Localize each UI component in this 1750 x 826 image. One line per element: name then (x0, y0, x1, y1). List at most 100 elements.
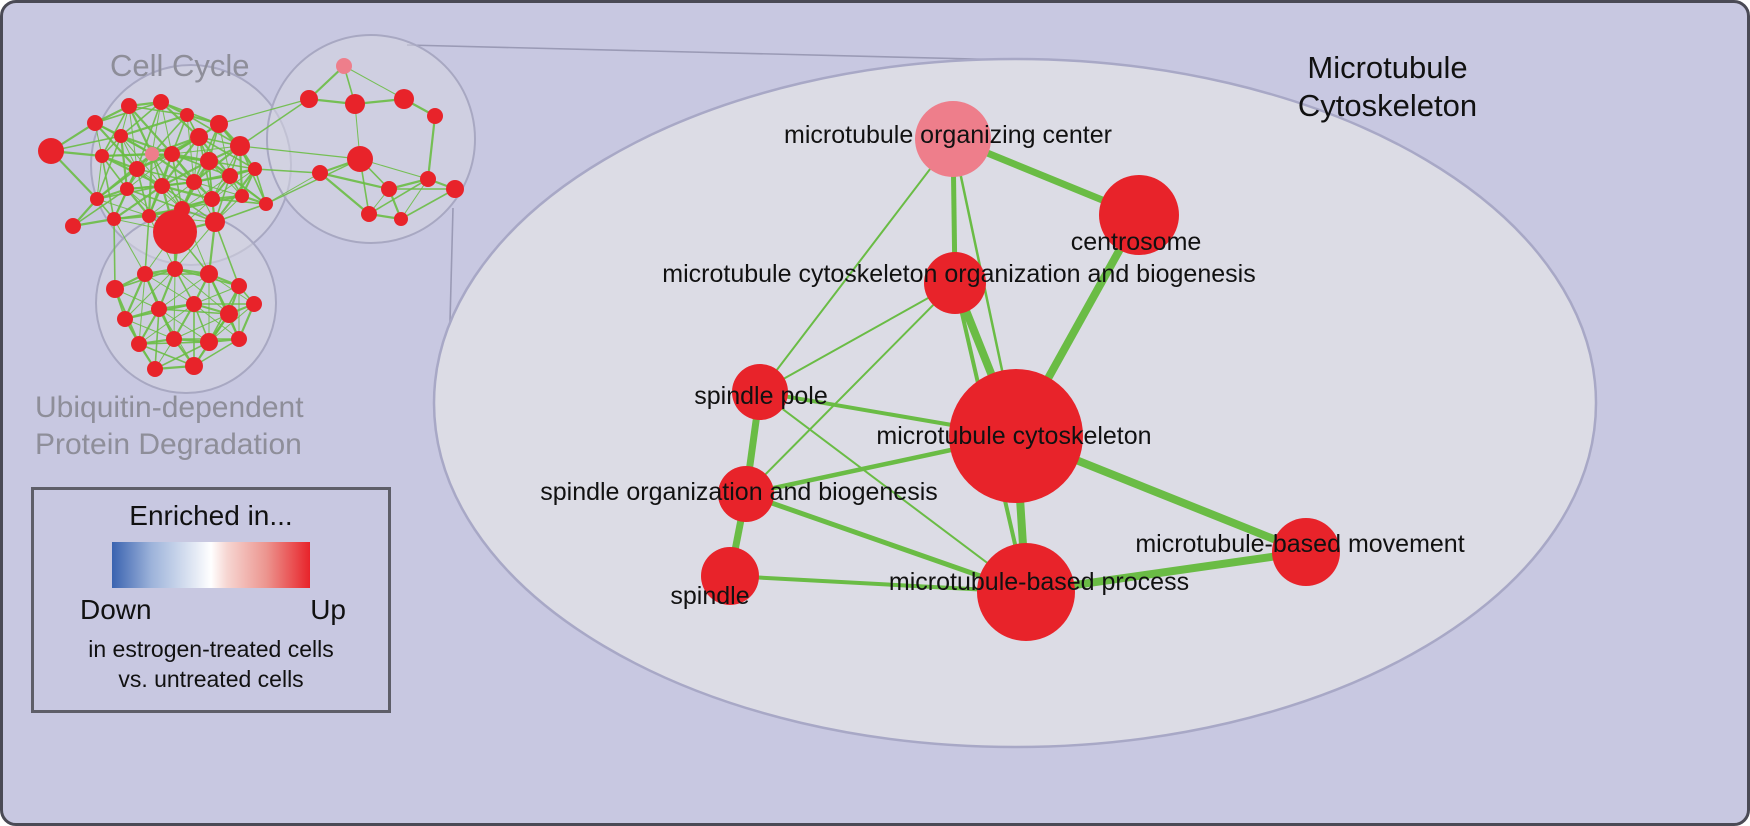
overview-node (164, 146, 180, 162)
overview-node (200, 265, 218, 283)
overview-node (190, 128, 208, 146)
overview-edge (171, 145, 241, 155)
zoom-node-spindle-pole (732, 364, 788, 420)
zoom-node-label-mt-movement: microtubule-based movement (1135, 530, 1464, 558)
overview-edge (147, 153, 154, 217)
overview-edge (193, 285, 240, 305)
legend-title: Enriched in... (129, 500, 293, 531)
overview-edge (138, 343, 195, 367)
overview-node (153, 210, 197, 254)
overview-node (231, 278, 247, 294)
overview-node (153, 94, 169, 110)
overview-node (345, 94, 365, 114)
overview-edge (400, 178, 429, 220)
overview-edge (136, 101, 162, 170)
overview-node (446, 180, 464, 198)
overview-edge (113, 218, 116, 290)
overview-node (90, 192, 104, 206)
overview-edge (343, 65, 405, 100)
overview-edge (101, 153, 173, 157)
overview-node (347, 146, 373, 172)
overview-node (151, 301, 167, 317)
overview-node (420, 171, 436, 187)
overview-edge (239, 98, 310, 147)
overview-edge (126, 188, 183, 210)
overview-edge (151, 114, 188, 155)
overview-node (186, 296, 202, 312)
overview-node (361, 206, 377, 222)
overview-edge (96, 155, 103, 200)
overview-edge (154, 341, 210, 370)
zoom-node-mt-movement (1272, 518, 1340, 586)
overview-edge (158, 273, 210, 310)
overview-node (95, 149, 109, 163)
overview-node (131, 336, 147, 352)
overview-node (147, 361, 163, 377)
overview-edge (193, 181, 243, 197)
overview-node (180, 108, 194, 122)
overview-edge (96, 198, 150, 217)
overview-edge (161, 184, 213, 201)
zoom-node-mt-cytoskeleton (949, 369, 1083, 503)
overview-edge (174, 221, 216, 270)
overview-node (142, 209, 156, 223)
zoom-node-label-mt-cytoskeleton: microtubule cytoskeleton (876, 422, 1151, 450)
overview-edge (218, 98, 310, 125)
overview-edge (138, 303, 195, 345)
overview-node (38, 138, 64, 164)
overview-node (107, 212, 121, 226)
zoom-edge-mt-org-bio-spindle-pole (759, 282, 956, 393)
overview-edge (94, 122, 138, 170)
overview-edge (154, 308, 160, 370)
overview-edge (124, 318, 175, 340)
overview-edge (173, 268, 176, 340)
overview-edge (123, 273, 147, 320)
overview-edge (124, 268, 176, 320)
overview-edge (101, 155, 115, 220)
overview-node (200, 152, 218, 170)
overview-node (114, 129, 128, 143)
overview-node (205, 212, 225, 232)
zoom-cluster-title-line2: Cytoskeleton (1297, 88, 1478, 123)
zoom-node-label-moc: microtubule organizing center (784, 121, 1112, 149)
overview-edge (96, 135, 122, 200)
zoom-edge-mt-org-bio-spindle-org (745, 282, 956, 495)
zoom-node-label-mt-process: microtubule-based process (889, 568, 1189, 596)
overview-circle-microtubule-cytoskeleton (266, 34, 476, 244)
overview-edge (158, 308, 210, 343)
overview-edge (400, 188, 456, 220)
zoom-node-label-spindle-org: spindle organization and biogenesis (540, 478, 938, 506)
overview-edge (174, 268, 230, 315)
overview-edge (96, 168, 138, 200)
overview-edge (136, 168, 150, 217)
overview-node (121, 98, 137, 114)
overview-node (106, 280, 124, 298)
overview-node (230, 136, 250, 156)
overview-edge (72, 188, 128, 227)
overview-node (185, 357, 203, 375)
zoom-cluster-title: Microtubule Cytoskeleton (1285, 49, 1490, 125)
overview-node (129, 161, 145, 177)
zoom-edge-spindle-mt-process (729, 574, 1027, 594)
overview-node (167, 261, 183, 277)
overview-node (248, 162, 262, 176)
overview-node (312, 165, 328, 181)
zoom-edge-spindle-pole-mt-process (759, 391, 1027, 593)
zoom-node-spindle (701, 547, 759, 605)
legend-up-label: Up (310, 594, 346, 625)
overview-node (87, 115, 103, 131)
overview-node (222, 168, 238, 184)
zoom-node-mt-process (977, 543, 1075, 641)
overview-edge (161, 185, 216, 223)
overview-node (427, 108, 443, 124)
overview-node (381, 181, 397, 197)
overview-edge (265, 158, 361, 205)
overview-edge (208, 303, 255, 343)
overview-edge (113, 218, 146, 275)
zoom-node-label-spindle-pole: spindle pole (694, 382, 827, 410)
overview-edge (368, 178, 429, 215)
overview-edge (120, 101, 162, 137)
legend-endpoint-labels: Down Up (34, 588, 388, 626)
overview-edge (119, 135, 129, 190)
